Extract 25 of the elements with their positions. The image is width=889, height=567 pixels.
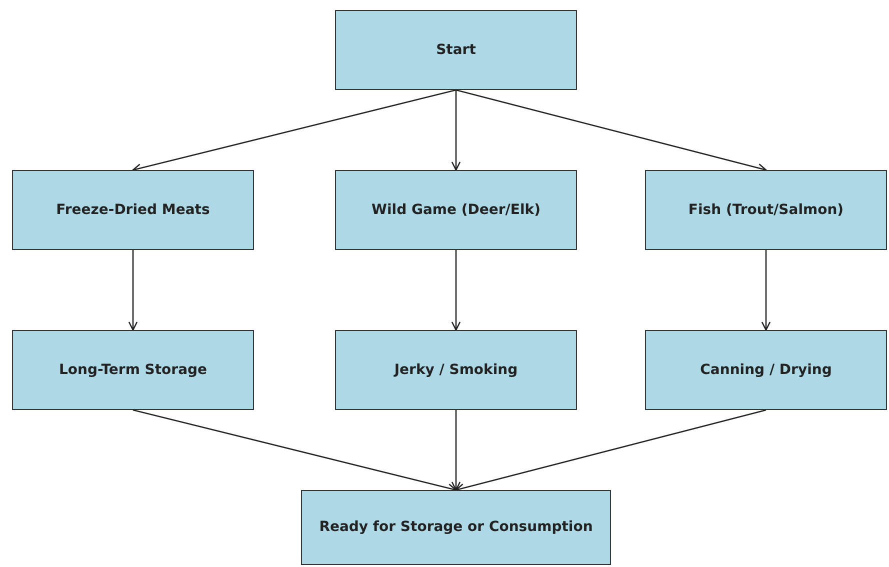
process-box [645,330,887,410]
arrow [128,250,138,331]
process-box [301,490,611,565]
box-label: Jerky / Smoking [394,360,518,380]
arrow [132,89,456,173]
arrow [761,250,771,331]
process-box [335,170,577,250]
process-box [12,170,254,250]
process-box [645,170,887,250]
box-label: Long-Term Storage [58,360,208,380]
box-label: Ready for Storage or Consumption [319,518,593,537]
box-label: Canning / Drying [700,360,832,380]
arrow [132,409,457,493]
arrow [456,89,767,173]
box-label: Fish (Trout/Salmon) [688,200,844,220]
arrow [451,410,461,491]
box-label: Wild Game (Deer/Elk) [372,200,540,220]
process-box [335,10,577,90]
box-label: Start [436,40,476,60]
box-label: Freeze-Dried Meats [56,200,210,220]
arrow [451,90,461,171]
arrow [451,250,461,331]
process-box [335,330,577,410]
process-box [12,330,254,410]
arrow [455,409,766,493]
